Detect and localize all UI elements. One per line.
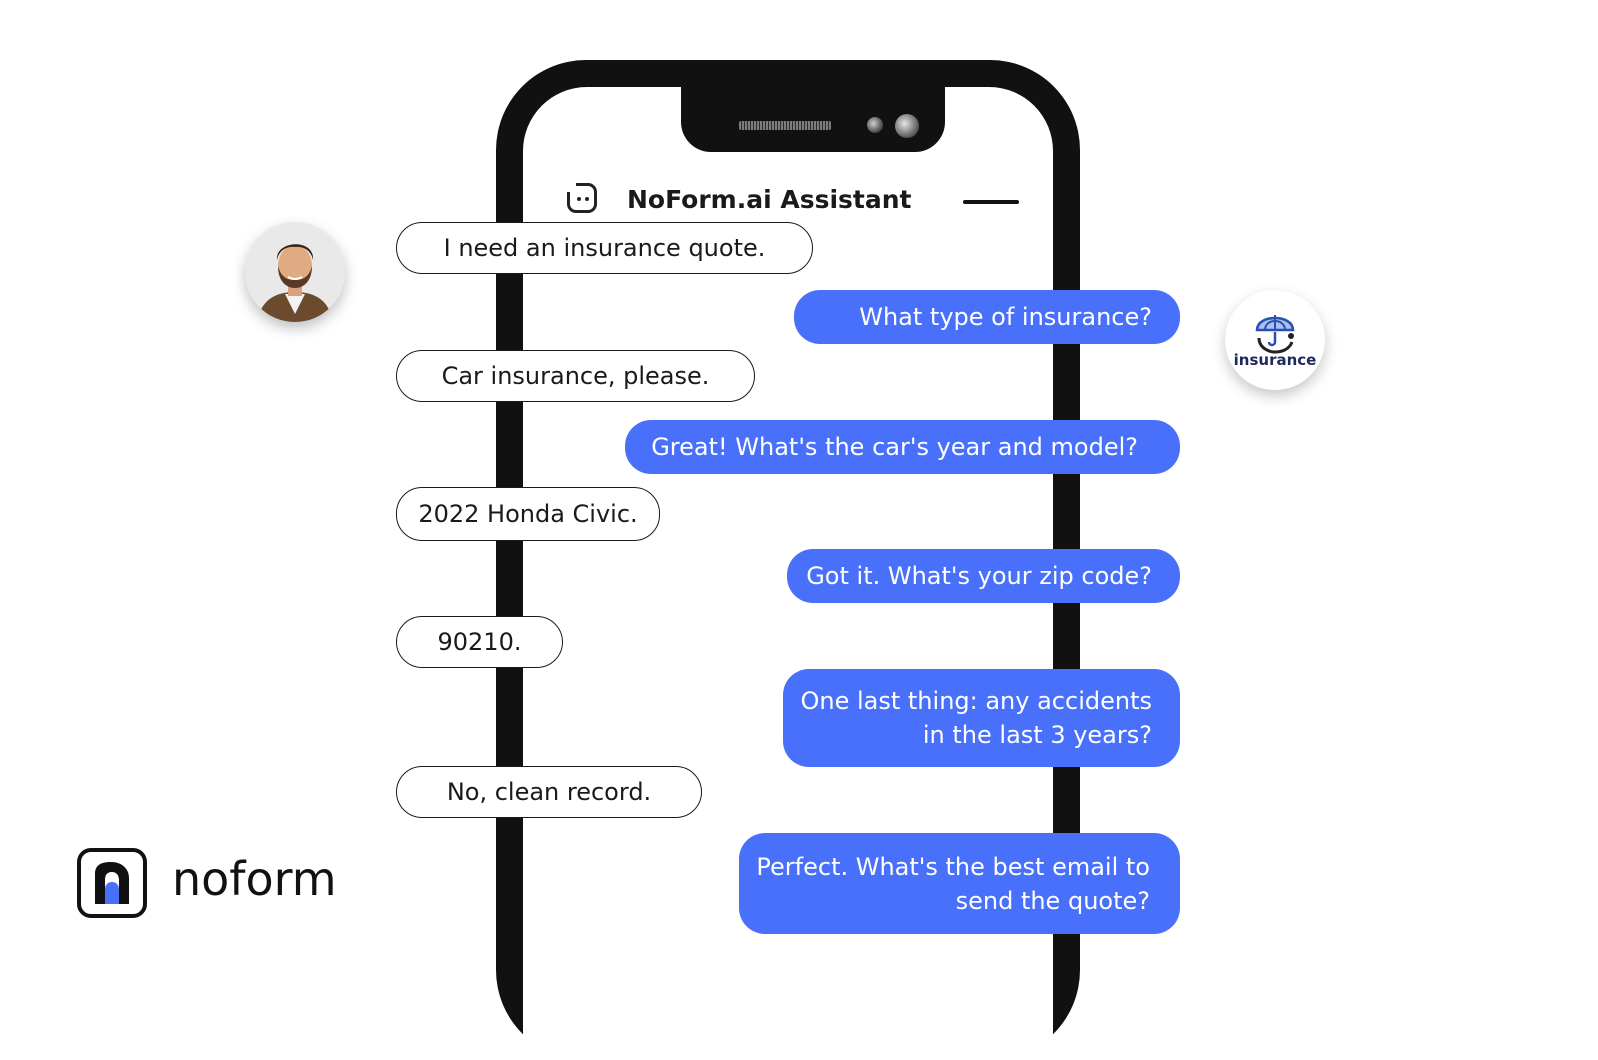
umbrella-icon	[1255, 315, 1295, 354]
user-message: Car insurance, please.	[396, 350, 755, 402]
message-text: No, clean record.	[446, 778, 652, 806]
camera-icon	[895, 114, 919, 138]
assistant-title: NoForm.ai Assistant	[627, 185, 912, 214]
user-message: I need an insurance quote.	[396, 222, 813, 274]
message-text: Great! What's the car's year and model?	[651, 433, 1138, 461]
bot-message: Great! What's the car's year and model?	[625, 420, 1180, 474]
bot-message: Perfect. What's the best email to send t…	[739, 833, 1180, 934]
minimize-icon[interactable]	[963, 200, 1019, 204]
brand-name: noform	[172, 852, 337, 906]
message-text: in the last 3 years?	[922, 721, 1152, 749]
message-text: Got it. What's your zip code?	[806, 562, 1152, 590]
message-text: 90210.	[437, 628, 522, 656]
message-text: I need an insurance quote.	[443, 234, 766, 262]
bot-message: One last thing: any accidents in the las…	[783, 669, 1180, 767]
user-message: 90210.	[396, 616, 563, 668]
message-text: Car insurance, please.	[441, 362, 710, 390]
message-text: 2022 Honda Civic.	[418, 500, 638, 528]
insurance-label: insurance	[1233, 351, 1317, 369]
speaker-grill	[739, 121, 831, 130]
message-text: What type of insurance?	[859, 303, 1152, 331]
user-message: 2022 Honda Civic.	[396, 487, 660, 541]
phone-notch	[681, 87, 945, 152]
noform-logo-icon	[77, 848, 147, 918]
message-text: One last thing: any accidents	[800, 687, 1152, 715]
chat-header: NoForm.ai Assistant	[549, 147, 1049, 227]
user-message: No, clean record.	[396, 766, 702, 818]
chat-bot-icon	[566, 182, 597, 213]
bot-message: Got it. What's your zip code?	[787, 549, 1180, 603]
insurance-badge: insurance	[1225, 290, 1325, 390]
sensor-icon	[867, 117, 883, 133]
bot-message: What type of insurance?	[794, 290, 1180, 344]
message-text: Perfect. What's the best email to	[756, 852, 1150, 881]
user-avatar	[245, 222, 345, 322]
message-text: send the quote?	[955, 886, 1150, 915]
